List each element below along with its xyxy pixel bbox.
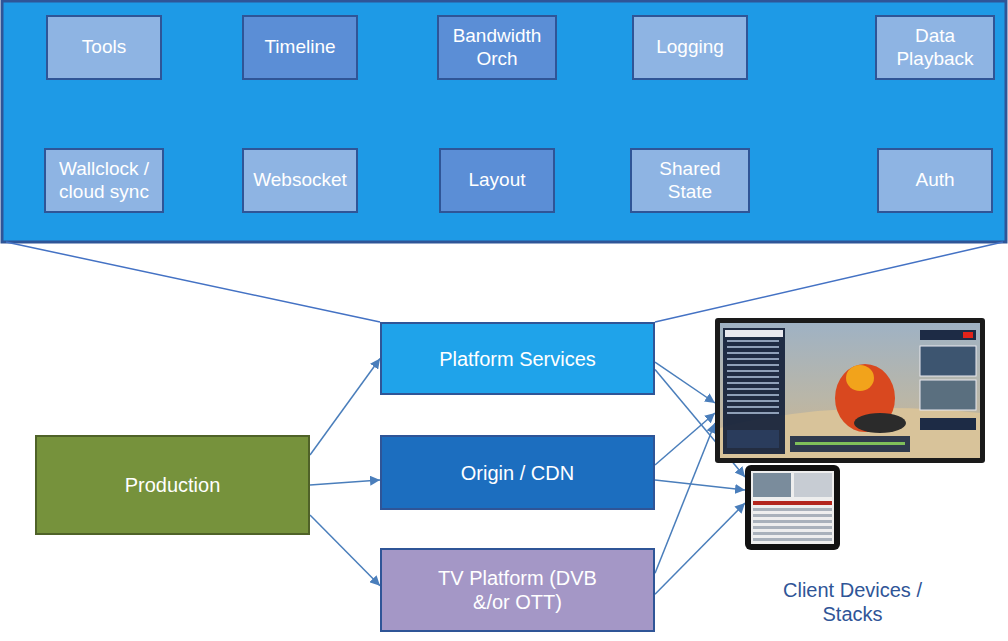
node-label: Logging [656, 36, 724, 59]
service-tile: Bandwidth Orch [437, 15, 557, 80]
tablet-table-row [753, 538, 832, 541]
tv-bezel [715, 318, 985, 463]
standings-row [727, 394, 779, 396]
tv-platform-box: TV Platform (DVB &/or OTT) [380, 548, 655, 632]
node-label: Shared State [639, 158, 741, 204]
rider-tag [920, 418, 976, 430]
platform-box: Platform Services [380, 322, 655, 395]
node-label: Wallclock / cloud sync [53, 158, 155, 204]
node-label: Layout [468, 169, 525, 192]
production-box: Production [35, 435, 310, 535]
standings-row [727, 370, 779, 372]
timing-strip [795, 442, 905, 445]
flow-arrow [310, 480, 380, 485]
service-tile: Shared State [630, 148, 750, 213]
channel-badge [920, 330, 976, 340]
tablet-table-header [753, 501, 832, 505]
flow-arrow [655, 413, 715, 465]
standings-header [725, 330, 783, 337]
standings-row [727, 406, 779, 408]
node-label: Bandwidth Orch [446, 25, 548, 71]
bike-wheel [854, 413, 906, 433]
standings-row [727, 340, 779, 342]
node-label: Timeline [264, 36, 335, 59]
tablet-screen [751, 471, 834, 544]
flow-arrow [655, 480, 745, 490]
zoom-leader-line [655, 242, 1003, 322]
standings-row [727, 364, 779, 366]
tablet-table-row [753, 520, 832, 523]
tablet-table-row [753, 514, 832, 517]
service-tile: Timeline [242, 15, 358, 80]
standings-row [727, 412, 779, 414]
service-tile: Logging [632, 15, 748, 80]
service-tile: Websocket [242, 148, 358, 213]
service-tile: Layout [439, 148, 555, 213]
tablet-table-row [753, 508, 832, 511]
service-tile: Auth [877, 148, 993, 213]
flow-arrow [655, 423, 715, 573]
tablet-table-row [753, 526, 832, 529]
zoom-leader-line [6, 242, 380, 322]
rider-helmet [846, 365, 874, 391]
standings-row [727, 382, 779, 384]
camera-thumbnail [920, 346, 976, 376]
node-label: Auth [915, 169, 954, 192]
camera-thumbnail [920, 380, 976, 410]
live-badge [963, 332, 973, 338]
standings-row [727, 376, 779, 378]
services-panel [2, 1, 1006, 242]
cdn-box: Origin / CDN [380, 435, 655, 510]
flow-arrow [310, 359, 380, 456]
service-tile: Tools [46, 15, 162, 80]
tv-set [715, 318, 985, 463]
tablet-video [753, 473, 791, 497]
standings-row [727, 358, 779, 360]
tablet-body [745, 465, 840, 550]
tablet-panel [794, 473, 832, 497]
tablet [745, 465, 840, 550]
standings-row [727, 400, 779, 402]
standings-row [727, 352, 779, 354]
client-devices: Client Devices / Stacks [715, 318, 990, 634]
flow-arrow [310, 515, 380, 586]
node-label: Client Devices / Stacks [768, 578, 938, 626]
timing-bar [790, 436, 910, 452]
flow-arrow [655, 503, 745, 594]
tablet-table-row [753, 532, 832, 535]
standings-row [727, 346, 779, 348]
standings-panel [723, 328, 785, 454]
node-label: Production [125, 473, 221, 497]
node-label: Data Playback [884, 25, 986, 71]
node-label: Websocket [253, 169, 347, 192]
node-label: Origin / CDN [461, 461, 574, 485]
node-label: TV Platform (DVB &/or OTT) [423, 566, 613, 614]
standings-row [727, 388, 779, 390]
tv-screen [720, 323, 980, 458]
node-label: Tools [82, 36, 126, 59]
node-label: Platform Services [439, 347, 596, 371]
service-tile: Wallclock / cloud sync [44, 148, 164, 213]
service-tile: Data Playback [875, 15, 995, 80]
flow-arrow [655, 362, 715, 403]
standings-footer [727, 430, 779, 448]
